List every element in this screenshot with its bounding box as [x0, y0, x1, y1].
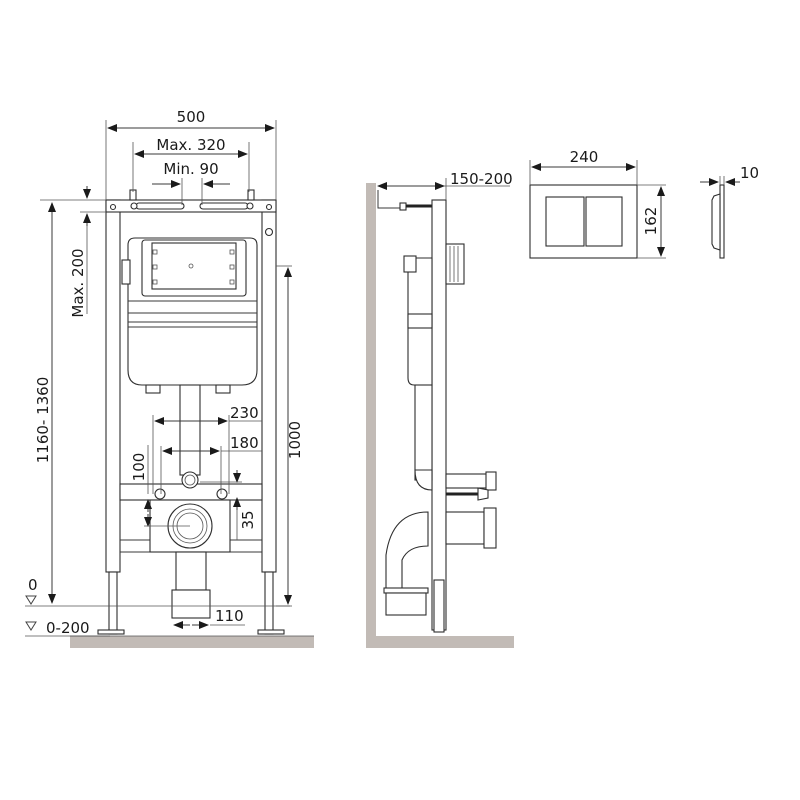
- dim-1000: 1000: [286, 421, 304, 459]
- floor-level-triangle-icon: [25, 621, 37, 631]
- dim-110: 110: [215, 607, 244, 625]
- front-view: 500 Max. 320 Min. 90 Max. 200 1160- 1360…: [25, 108, 314, 648]
- level-triangle-icon: [25, 595, 37, 605]
- dim-100: 100: [130, 453, 148, 482]
- dim-min-90: Min. 90: [163, 160, 218, 178]
- dim-plate-thickness: 10: [740, 164, 759, 182]
- dim-total-height: 1160- 1360: [34, 377, 52, 464]
- wall: [366, 183, 376, 636]
- flush-button-large: [585, 196, 623, 247]
- cistern: [121, 237, 258, 394]
- dim-35: 35: [239, 510, 257, 529]
- side-view: 150-200: [366, 170, 514, 648]
- dim-max-200: Max. 200: [69, 248, 87, 317]
- floor-slab: [70, 636, 314, 648]
- dim-180: 180: [230, 434, 259, 452]
- drain-connector: [149, 499, 231, 619]
- dim-230: 230: [230, 404, 259, 422]
- flush-plate-front: 240 162: [529, 148, 666, 259]
- frame: [97, 189, 285, 635]
- flush-plate-side: 10: [700, 164, 759, 259]
- dim-plate-width: 240: [570, 148, 599, 166]
- flush-button-small: [545, 196, 585, 247]
- floor-slab-side: [366, 636, 514, 648]
- dim-width-500: 500: [177, 108, 206, 126]
- dim-wall-depth: 150-200: [450, 170, 513, 188]
- dim-plate-height: 162: [642, 207, 660, 236]
- floor-adjust-label: 0-200: [46, 619, 90, 637]
- level-zero-label: 0: [28, 576, 38, 594]
- dim-max-320: Max. 320: [156, 136, 225, 154]
